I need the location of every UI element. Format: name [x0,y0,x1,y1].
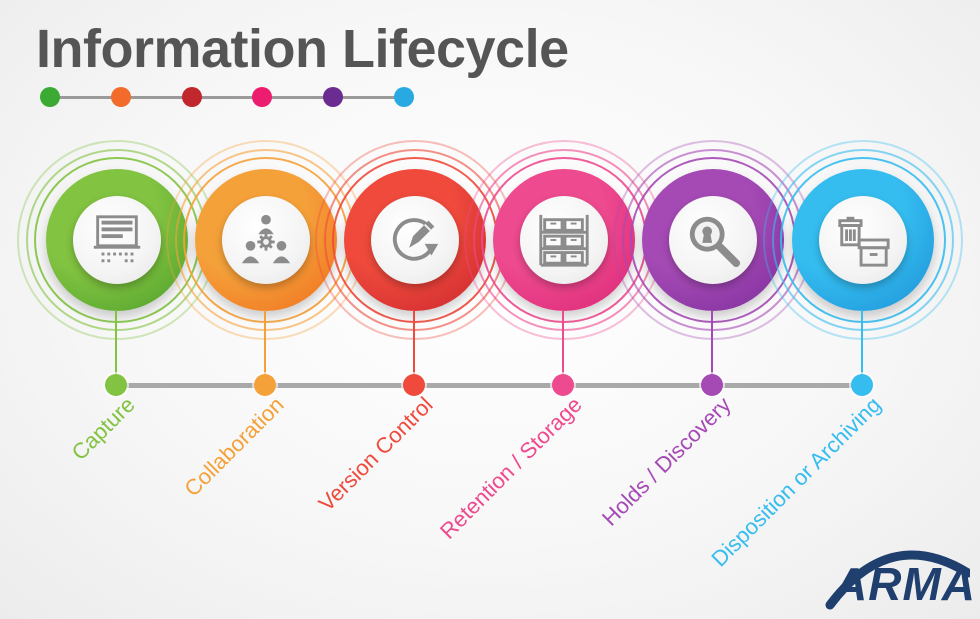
stage-5: Holds / Discovery [597,140,813,540]
arma-logo-text: ARMA [834,558,976,610]
storage-shelves-icon [520,196,608,284]
stage-connector [115,310,117,386]
trash-archive-icon [819,196,907,284]
timeline-node [701,374,723,396]
timeline-node [851,374,873,396]
stage-connector [562,310,564,386]
timeline-node [403,374,425,396]
timeline-node [552,374,574,396]
team-gear-icon [222,196,310,284]
title-underline [48,96,410,99]
stage-label: Version Control [313,392,438,517]
edit-refresh-icon [371,196,459,284]
search-key-icon [669,196,757,284]
stage-connector [711,310,713,386]
timeline-node [254,374,276,396]
title-dot-2 [111,87,131,107]
stage-connector [264,310,266,386]
stage-3: Version Control [313,140,515,540]
page-title: Information Lifecycle [36,19,569,79]
timeline-node [105,374,127,396]
stage-connector [413,310,415,386]
title-dot-4 [252,87,272,107]
timeline-line [114,383,864,388]
stage-ring-1 [763,140,963,340]
form-document-icon [73,196,161,284]
title-dot-5 [323,87,343,107]
stage-ring-3 [780,157,946,323]
stage-label: Holds / Discovery [596,392,736,531]
stage-connector [861,310,863,386]
stage-label: Collaboration [179,392,289,502]
stage-ring-2 [772,149,954,331]
arma-logo-arc [825,550,973,610]
title-dot-3 [182,87,202,107]
stage-label: Capture [66,392,140,466]
stage-4: Retention / Storage [435,140,664,544]
title-dot-6 [394,87,414,107]
stage-6: Disposition or Archiving [706,140,963,571]
arma-logo: ARMA [820,533,975,613]
title-dot-1 [40,87,60,107]
